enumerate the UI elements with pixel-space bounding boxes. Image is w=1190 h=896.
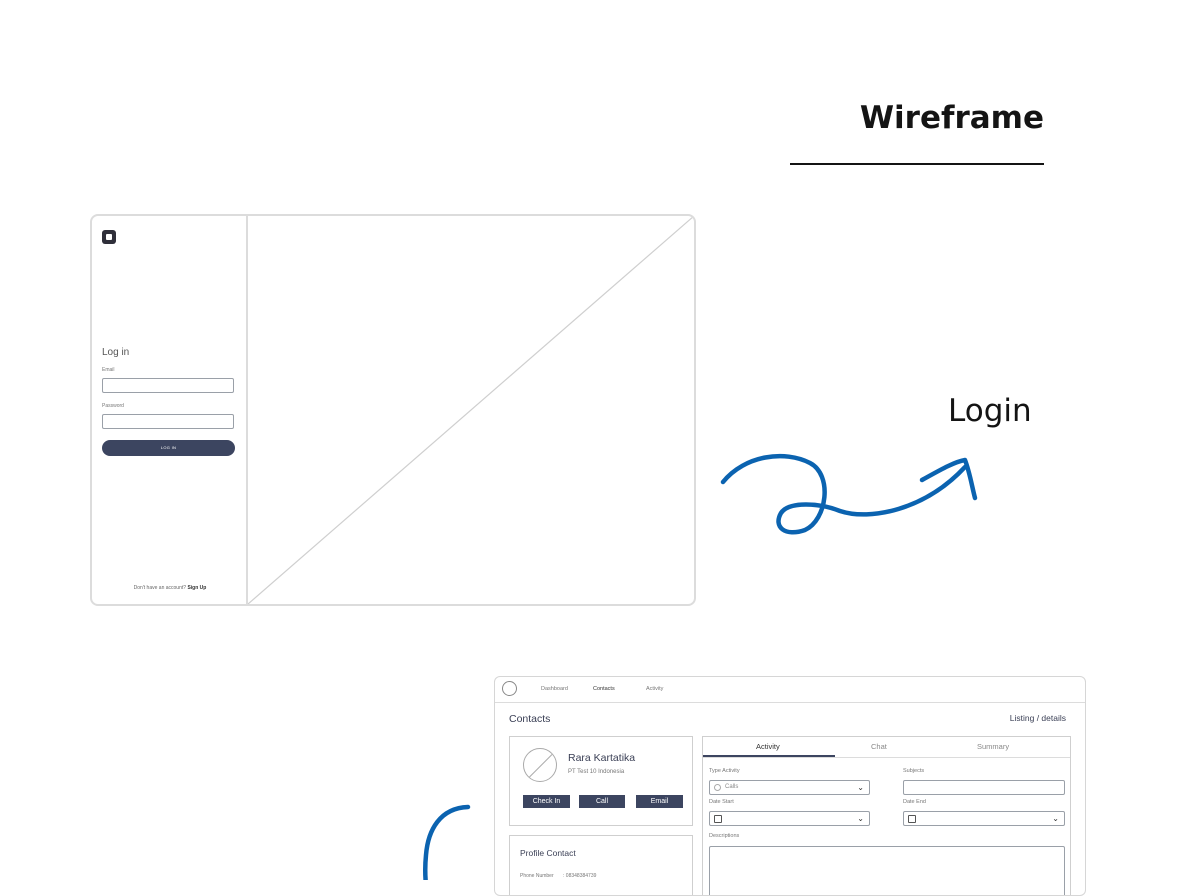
contacts-title: Contacts xyxy=(509,713,551,725)
breadcrumb: Listing / details xyxy=(1009,713,1066,723)
signup-link[interactable]: Sign Up xyxy=(187,585,207,591)
signup-prompt-text: Don't have an account? xyxy=(133,585,187,591)
image-placeholder xyxy=(248,216,694,604)
tab-bar: Activity Chat Summary xyxy=(703,737,1070,758)
password-field[interactable] xyxy=(102,414,234,429)
page-title: Wireframe xyxy=(859,100,1044,136)
logo-icon xyxy=(102,230,116,244)
login-panel: Log in Email Password LOG IN Don't have … xyxy=(92,216,248,604)
type-activity-value: Calls xyxy=(725,784,739,790)
date-end-label: Date End xyxy=(903,799,926,805)
title-underline xyxy=(790,163,1044,165)
password-label: Password xyxy=(102,403,124,409)
nav-activity[interactable]: Activity xyxy=(646,686,664,692)
contact-company: PT Test 10 Indonesia xyxy=(568,769,625,775)
contacts-wireframe: Dashboard Contacts Activity Contacts Lis… xyxy=(494,676,1086,896)
date-start-label: Date Start xyxy=(709,799,734,805)
chevron-down-icon: ⌄ xyxy=(857,783,864,792)
profile-heading: Profile Contact xyxy=(520,848,576,858)
tab-activity[interactable]: Activity xyxy=(756,742,780,751)
check-in-button[interactable]: Check In xyxy=(523,795,570,808)
tab-chat[interactable]: Chat xyxy=(871,742,887,751)
phone-row: Phone Number : 08348384739 xyxy=(520,873,596,879)
date-start-field[interactable]: ⌄ xyxy=(709,811,870,826)
tab-summary[interactable]: Summary xyxy=(977,742,1010,751)
login-wireframe: Log in Email Password LOG IN Don't have … xyxy=(90,214,696,606)
login-button[interactable]: LOG IN xyxy=(102,440,235,456)
chevron-down-icon: ⌄ xyxy=(857,814,864,823)
email-button[interactable]: Email xyxy=(636,795,683,808)
type-activity-label: Type Activity xyxy=(709,768,740,774)
type-activity-select[interactable]: Calls ⌄ xyxy=(709,780,870,795)
calendar-icon xyxy=(908,815,916,823)
active-tab-indicator xyxy=(703,755,835,757)
nav-contacts[interactable]: Contacts xyxy=(593,686,615,692)
contact-name: Rara Kartatika xyxy=(568,752,636,764)
calls-icon xyxy=(714,784,721,791)
curve-arrow-icon xyxy=(423,804,471,880)
subjects-field[interactable] xyxy=(903,780,1065,795)
login-caption: Login xyxy=(948,393,1032,429)
subjects-label: Subjects xyxy=(903,768,925,774)
date-end-field[interactable]: ⌄ xyxy=(903,811,1065,826)
logo-icon xyxy=(502,681,517,696)
top-nav: Dashboard Contacts Activity xyxy=(495,677,1085,703)
signup-prompt: Don't have an account? Sign Up xyxy=(92,585,248,591)
activity-panel: Activity Chat Summary Type Activity Call… xyxy=(702,736,1071,895)
phone-value: : 08348384739 xyxy=(563,873,597,879)
email-label: Email xyxy=(102,367,115,373)
nav-dashboard[interactable]: Dashboard xyxy=(541,686,568,692)
calendar-icon xyxy=(714,815,722,823)
curly-arrow-icon xyxy=(720,453,978,535)
placeholder-diagonal xyxy=(248,216,694,604)
profile-contact-section: Profile Contact Phone Number : 083483847… xyxy=(509,835,693,895)
phone-label: Phone Number xyxy=(520,873,554,879)
chevron-down-icon: ⌄ xyxy=(1052,814,1059,823)
call-button[interactable]: Call xyxy=(579,795,625,808)
avatar xyxy=(523,748,557,782)
descriptions-field[interactable] xyxy=(709,846,1065,895)
descriptions-label: Descriptions xyxy=(709,833,740,839)
contact-card: Rara Kartatika PT Test 10 Indonesia Chec… xyxy=(509,736,693,826)
email-field[interactable] xyxy=(102,378,234,393)
login-title: Log in xyxy=(102,347,130,358)
